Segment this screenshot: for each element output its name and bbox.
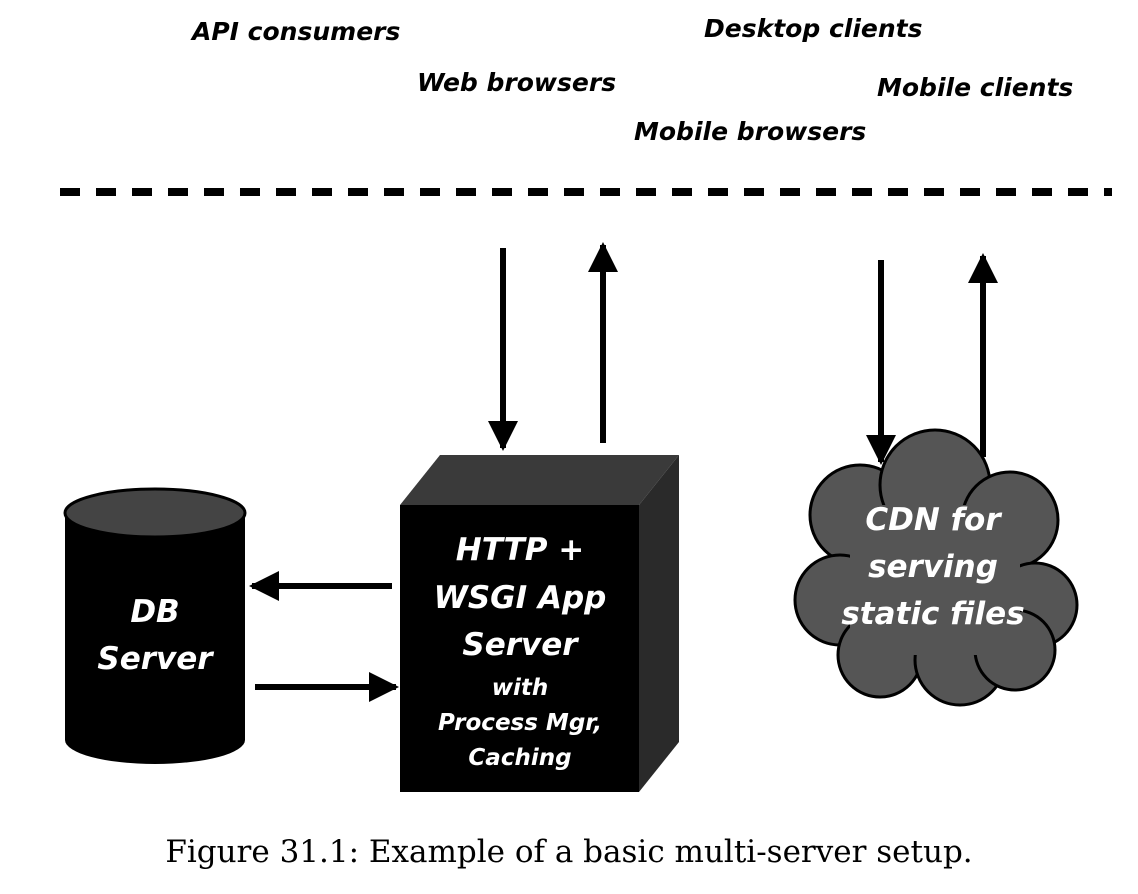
api-consumers-label: API consumers: [190, 17, 400, 46]
db-label-line2: Server: [97, 641, 214, 677]
cdn-label-line1: CDN for: [865, 502, 1002, 538]
app-label-line5: Process Mgr,: [438, 710, 602, 736]
db-server-cylinder: [63, 487, 247, 764]
app-label-line2: WSGI App: [434, 580, 607, 616]
web-browsers-label: Web browsers: [417, 68, 616, 97]
app-label-line6: Caching: [468, 745, 571, 771]
app-label-line1: HTTP +: [456, 532, 584, 568]
app-label-line3: Server: [462, 627, 579, 663]
app-server-box: [400, 455, 679, 792]
cdn-cloud-fill: [850, 505, 1020, 655]
mobile-clients-label: Mobile clients: [877, 73, 1073, 102]
app-label-line4: with: [492, 675, 549, 701]
mobile-browsers-label: Mobile browsers: [634, 117, 866, 146]
figure-caption: Figure 31.1: Example of a basic multi-se…: [165, 834, 972, 870]
desktop-clients-label: Desktop clients: [704, 14, 922, 43]
cdn-label-line2: serving: [868, 549, 998, 585]
cdn-label-line3: static files: [841, 596, 1024, 632]
db-label-line1: DB: [130, 594, 179, 630]
